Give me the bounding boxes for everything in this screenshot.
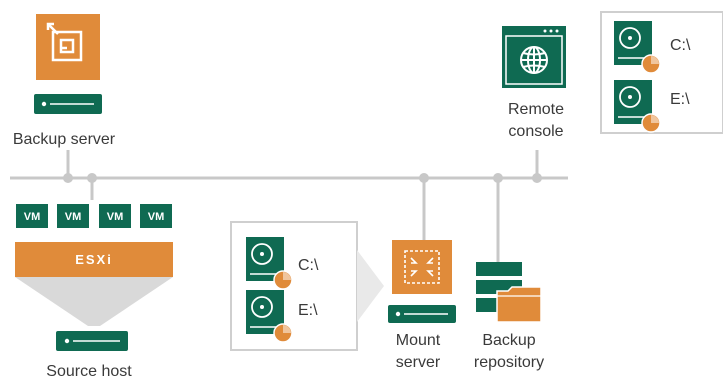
backup-server-icon <box>36 14 100 80</box>
remote-drive-c-label: C:\ <box>670 37 691 54</box>
mount-server-label-line2: server <box>396 354 441 371</box>
source-host-label: Source host <box>46 363 132 380</box>
network-nodes <box>63 173 542 183</box>
folder-icon <box>496 286 542 323</box>
remote-console: Remote console <box>502 26 566 140</box>
remote-console-label-line1: Remote <box>508 101 564 118</box>
network-node <box>493 173 503 183</box>
disk-icon <box>614 80 661 133</box>
vm-icon <box>99 204 131 228</box>
remote-console-label-line2: console <box>508 123 563 140</box>
source-host: VM VM VM VM ESXi Source host <box>15 204 173 380</box>
mount-arrow <box>357 250 384 322</box>
disk-icon <box>246 237 293 290</box>
disk-icon <box>246 290 293 343</box>
vm-row: VM VM VM VM <box>16 204 172 228</box>
backup-server-label: Backup server <box>13 131 116 148</box>
storage-unit-icon <box>476 262 522 276</box>
vm-icon <box>57 204 89 228</box>
mount-drives-panel: C:\ E:\ <box>230 221 358 351</box>
remote-drives-panel: C:\ E:\ <box>600 11 723 134</box>
vm-label: VM <box>24 211 41 223</box>
vm-icon <box>140 204 172 228</box>
host-funnel <box>15 277 173 326</box>
remote-drive-e-label: E:\ <box>670 91 690 108</box>
mount-drive-c-label: C:\ <box>298 257 319 274</box>
mount-drive-e-label: E:\ <box>298 302 318 319</box>
mount-server-label-line1: Mount <box>396 332 441 349</box>
mount-server-icon <box>392 240 452 294</box>
network-node <box>87 173 97 183</box>
esxi-hypervisor <box>15 242 173 277</box>
backup-repository: Backup repository <box>474 262 544 371</box>
vm-label: VM <box>107 211 124 223</box>
network-node <box>419 173 429 183</box>
vm-icon <box>16 204 48 228</box>
network-node <box>63 173 73 183</box>
esxi-label: ESXi <box>75 252 113 267</box>
network-node <box>532 173 542 183</box>
vm-label: VM <box>65 211 82 223</box>
backup-repository-label-line1: Backup <box>482 332 535 349</box>
backup-logo-icon <box>46 22 83 62</box>
disk-icon <box>614 21 661 74</box>
collapse-arrows-icon <box>404 250 440 284</box>
vm-label: VM <box>148 211 165 223</box>
backup-server: Backup server <box>13 14 116 148</box>
globe-icon <box>520 46 548 74</box>
backup-repository-label-line2: repository <box>474 354 544 371</box>
mount-server: Mount server <box>388 240 456 371</box>
